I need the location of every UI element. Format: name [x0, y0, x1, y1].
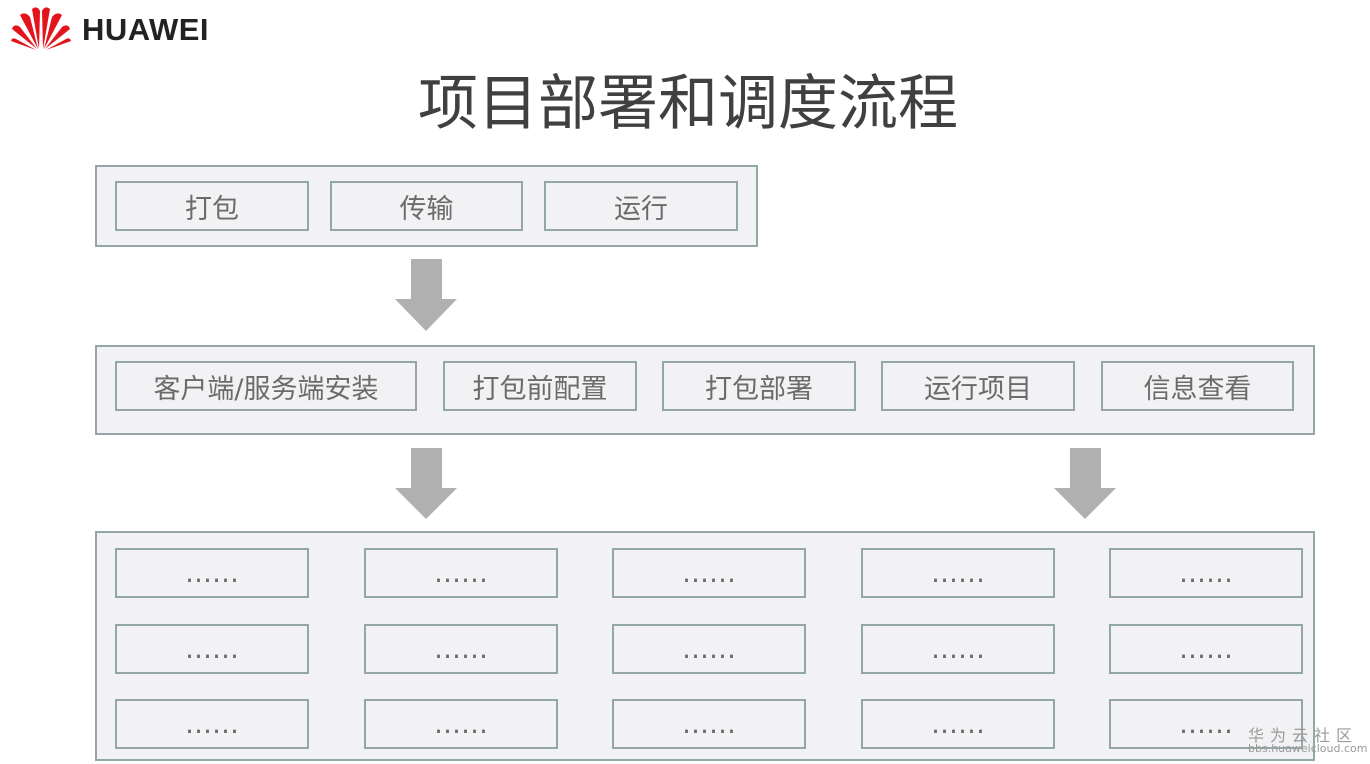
logo-text: HUAWEI: [82, 12, 209, 47]
stage2-step: 信息查看: [1101, 361, 1294, 411]
stage2-step: 运行项目: [881, 361, 1075, 411]
stage2-step: 客户端/服务端安装: [115, 361, 417, 411]
stage1-step: 运行: [544, 181, 738, 231]
stage3-placeholder: ……: [1109, 624, 1303, 674]
down-arrow-icon: [1054, 448, 1116, 519]
stage3-placeholder: ……: [364, 548, 558, 598]
stage2-step: 打包前配置: [443, 361, 637, 411]
watermark-url: bbs.huaweicloud.com: [1248, 742, 1368, 755]
down-arrow-icon: [395, 448, 457, 519]
stage3-placeholder: ……: [115, 624, 309, 674]
stage1-step: 打包: [115, 181, 309, 231]
stage3-placeholder: ……: [115, 548, 309, 598]
stage3-placeholder: ……: [612, 624, 806, 674]
stage3-placeholder: ……: [861, 624, 1055, 674]
stage2-step: 打包部署: [662, 361, 856, 411]
stage3-placeholder: ……: [115, 699, 309, 749]
down-arrow-icon: [395, 259, 457, 331]
watermark-name: 华为云社区: [1248, 726, 1359, 745]
stage1-step: 传输: [330, 181, 523, 231]
stage3-placeholder: ……: [1109, 548, 1303, 598]
stage3-placeholder: ……: [861, 548, 1055, 598]
stage3-placeholder: ……: [861, 699, 1055, 749]
page-title: 项目部署和调度流程: [418, 69, 958, 139]
stage3-placeholder: ……: [1109, 699, 1303, 749]
huawei-petals-icon: [11, 7, 71, 50]
stage3-placeholder: ……: [612, 699, 806, 749]
stage3-placeholder: ……: [612, 548, 806, 598]
stage3-placeholder: ……: [364, 624, 558, 674]
stage3-placeholder: ……: [364, 699, 558, 749]
